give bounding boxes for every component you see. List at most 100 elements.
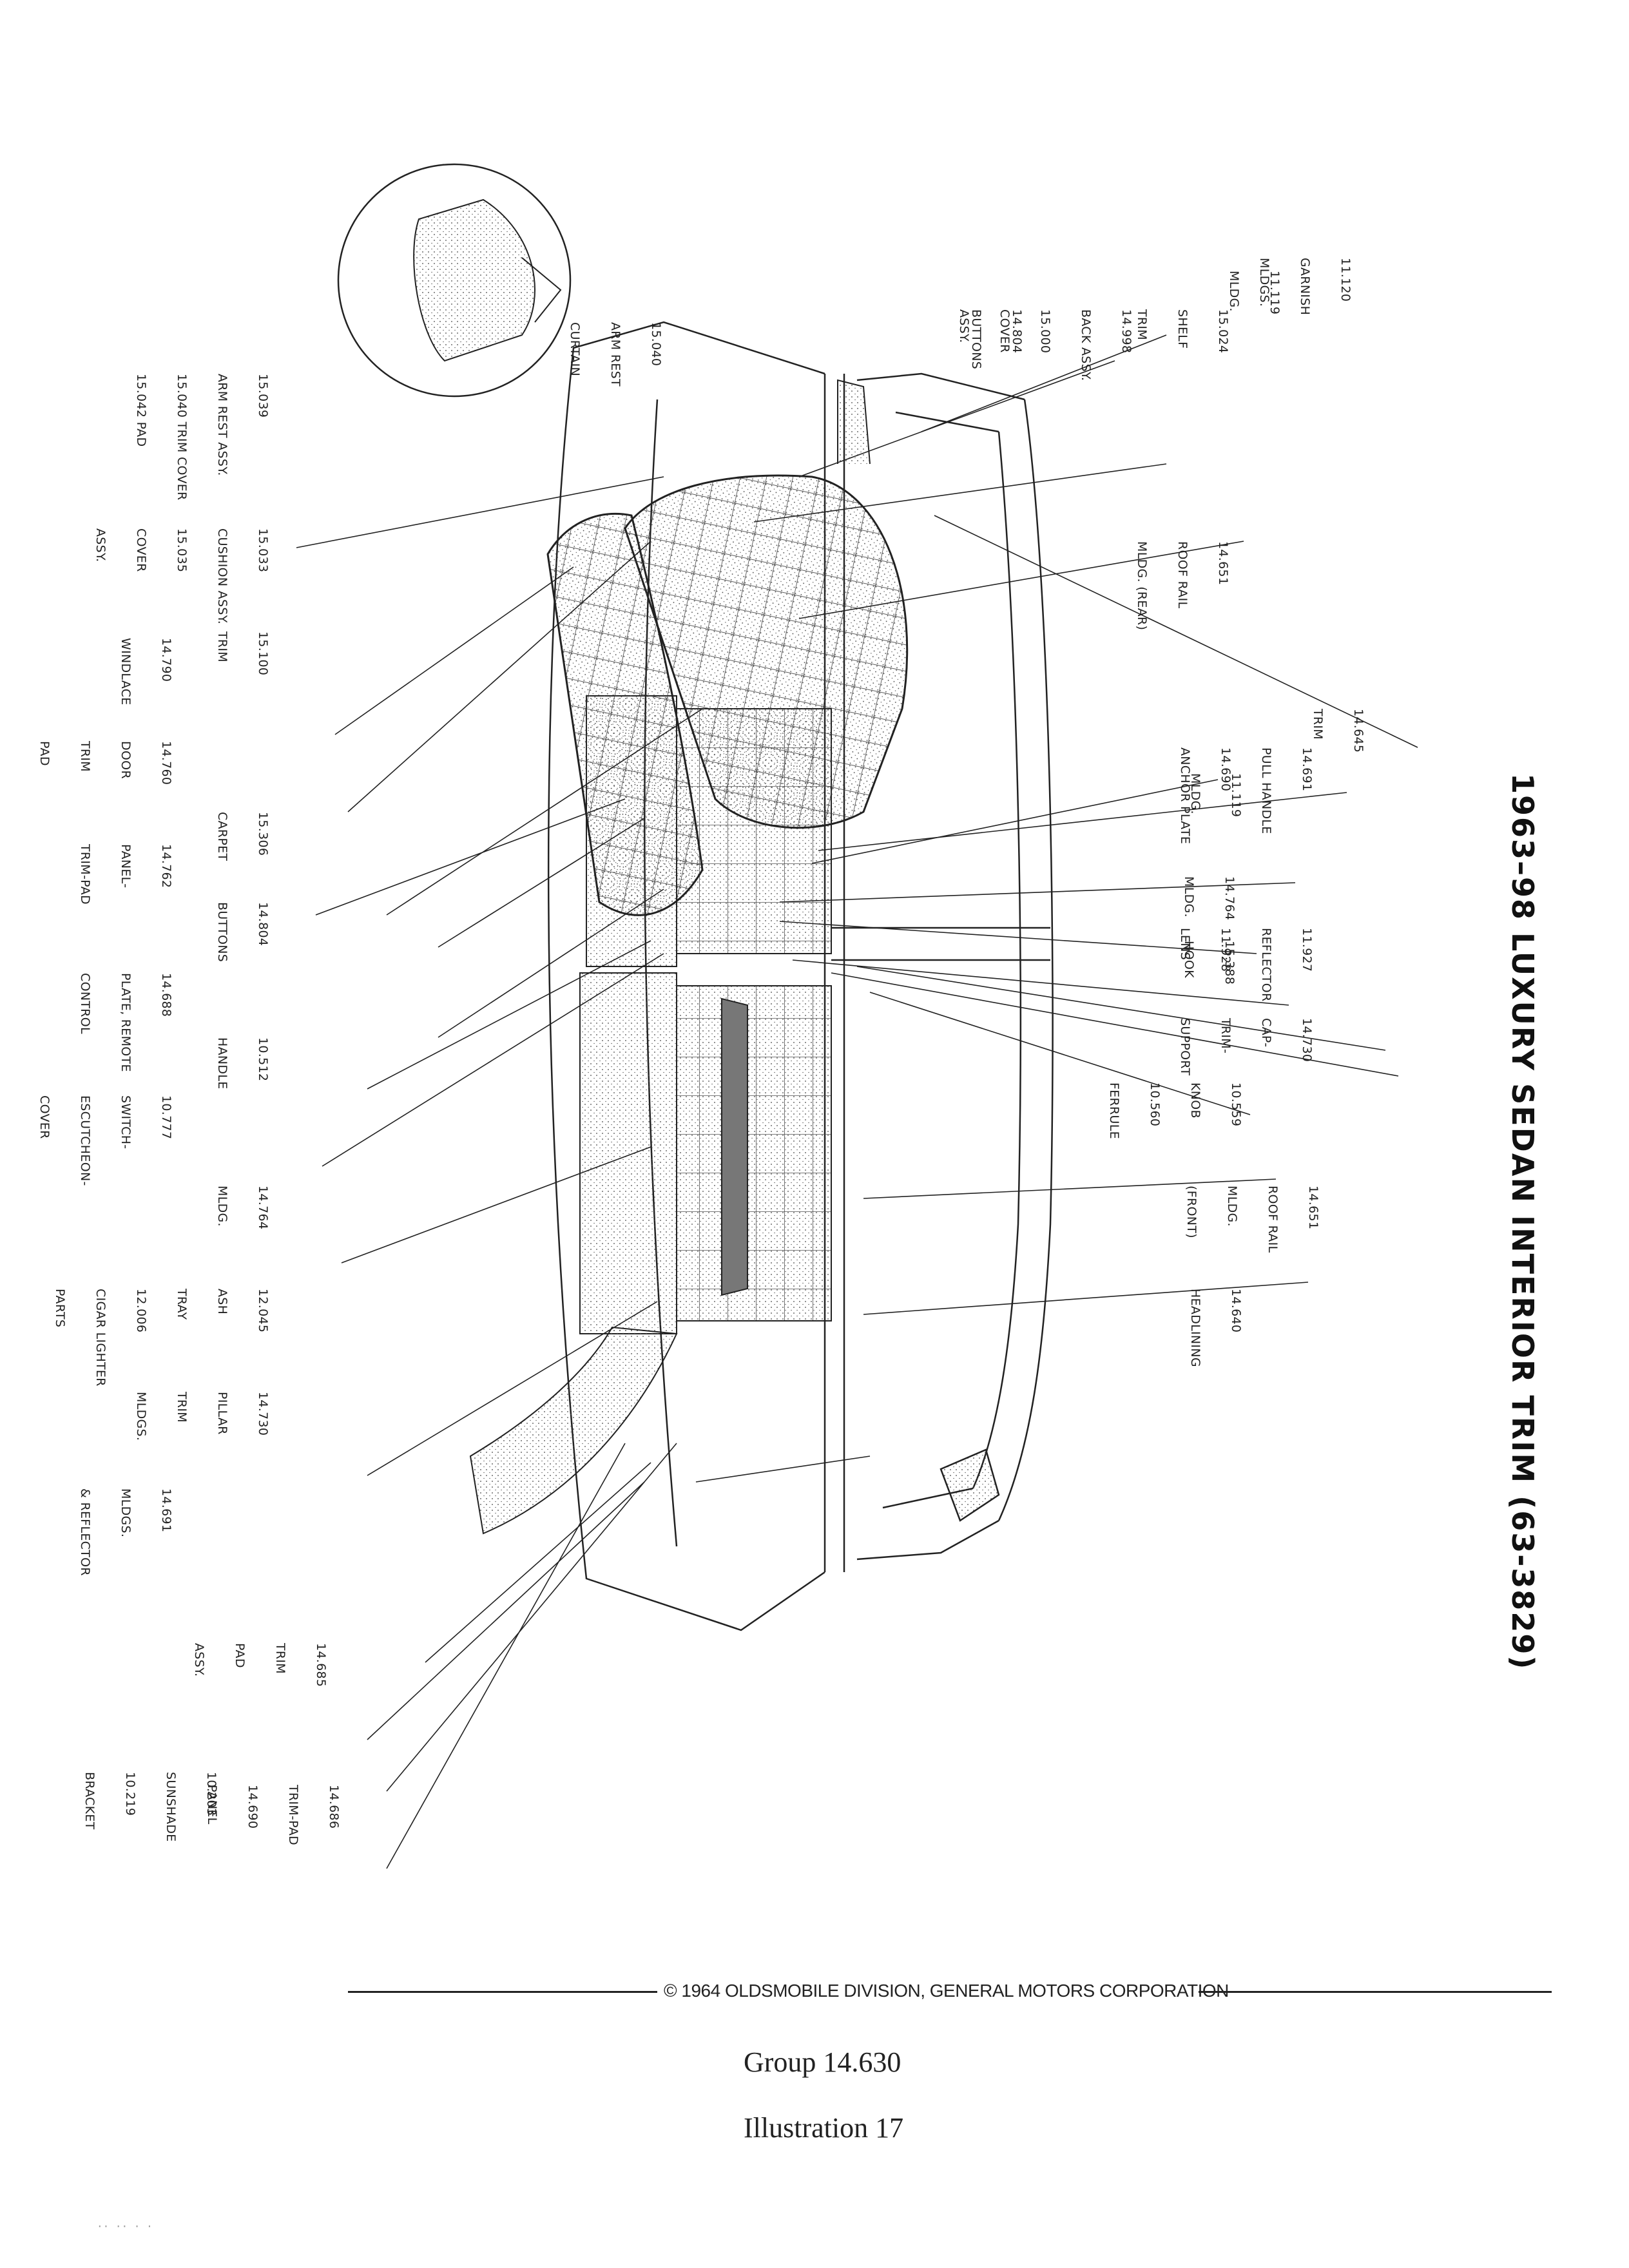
callout-headlining-14640: 14.640 HEADLINING — [1161, 1289, 1269, 1367]
callout-line: 14.691 — [1300, 747, 1314, 792]
callout-line: 14.762 — [159, 844, 173, 889]
interior-trim-illustration — [296, 163, 1418, 1869]
callout-line: 14.685 — [314, 1643, 328, 1687]
callout-line: & REFLECTOR — [78, 1488, 92, 1576]
callout-line: MLDG. — [1188, 773, 1202, 814]
sunshade-shape — [940, 1448, 1000, 1522]
callout-line: 14.640 — [1229, 1289, 1243, 1333]
callout-line: 11.119 — [1229, 773, 1243, 818]
callout-mldg-14764-mid: 14.764 MLDG. — [188, 1186, 296, 1229]
callout-mldg-11119-top: 11.119 MLDG. — [1200, 271, 1308, 314]
callout-line: HEADLINING — [1188, 1289, 1202, 1367]
callout-line: 12.045 — [256, 1289, 270, 1333]
callout-line: MLDGS. — [119, 1488, 133, 1538]
callout-line: PAD — [37, 741, 52, 766]
callout-line: 15.100 — [256, 631, 270, 676]
callout-line: CUSHION ASSY. — [215, 528, 229, 625]
callout-line: TRIM-PAD — [78, 844, 92, 905]
callout-plate-14688-mid: 14.688 PLATE, REMOTE CONTROL — [51, 973, 200, 1072]
copyright-row: © 1964 OLDSMOBILE DIVISION, GENERAL MOTO… — [348, 1979, 1553, 2005]
callout-mldg-14764-top: 14.764 MLDG. — [1155, 876, 1263, 920]
callout-pillar-14730: 14.730 PILLAR TRIM MLDGS. — [107, 1392, 296, 1441]
callout-line: ASSY. — [93, 528, 108, 562]
callout-line: MLDGS. — [134, 1392, 148, 1441]
callout-line: MLDG. — [215, 1186, 229, 1227]
callout-line: BACK ASSY. — [1079, 309, 1093, 381]
armrest-inset-drawing — [413, 198, 535, 362]
callout-roofrail-rear: 14.651 ROOF RAIL MLDG. (REAR) — [1108, 541, 1257, 630]
callout-line: 14.730 — [1300, 1018, 1314, 1062]
callout-line: 14.790 — [159, 638, 173, 682]
front-floor-carpet — [469, 1326, 678, 1535]
callout-line: 14.804 — [1010, 309, 1024, 354]
front-door-armrest — [721, 997, 748, 1296]
front-door-lower — [579, 972, 677, 1334]
callout-line: MLDG. (REAR) — [1135, 541, 1149, 631]
callout-line: 11.119 — [1268, 271, 1282, 315]
rotated-diagram-area: 1963–98 LUXURY SEDAN INTERIOR TRIM (63-3… — [37, 129, 1579, 1972]
callout-line: 14.691 — [159, 1488, 173, 1533]
callout-line: ARM REST — [608, 322, 622, 387]
callout-line: TRAY — [175, 1289, 189, 1320]
callout-switch-10777-mid: 10.777 SWITCH- ESCUTCHEON- COVER — [10, 1095, 200, 1186]
copyright-rule-right — [1199, 1991, 1552, 1993]
callout-handle-10512-mid: 10.512 HANDLE — [188, 1037, 296, 1090]
callout-line: 14.730 — [256, 1392, 270, 1436]
callout-line: TRIM — [1311, 709, 1325, 740]
callout-line: 15.035 — [175, 528, 189, 573]
callout-line: 10.219 — [123, 1772, 137, 1816]
callout-line: 14.651 — [1216, 541, 1230, 586]
callout-knob-10559: 10.559 KNOB 10.560 FERRULE — [1080, 1082, 1269, 1139]
callout-hook-15388: 15.388 HOOK — [1155, 941, 1263, 985]
callout-line: 14.688 — [159, 973, 173, 1017]
callout-line: 10.203 — [204, 1772, 218, 1816]
callout-line: TRIM — [78, 741, 92, 773]
callout-line: PARTS — [53, 1289, 67, 1328]
callout-windlace-14790: 14.790 WINDLACE — [92, 638, 200, 706]
callout-line: 14.998 — [1119, 309, 1133, 354]
callout-line: ASSY. — [192, 1643, 206, 1677]
callout-line: ARM REST ASSY. — [215, 374, 229, 476]
callout-line: 10.560 — [1148, 1082, 1162, 1127]
callout-line: 15.039 — [256, 374, 270, 418]
callout-line: 14.686 — [327, 1785, 341, 1829]
callout-line: (FRONT) — [1184, 1186, 1199, 1238]
callout-line: DOOR — [119, 741, 133, 779]
callout-line: 15.033 — [256, 528, 270, 573]
callout-line: COVER — [134, 528, 148, 572]
rear-shelf — [837, 379, 871, 465]
callout-buttons-14804-top: 14.804 BUTTONS — [942, 309, 1050, 369]
callout-ash-12045: 12.045 ASH TRAY 12.006 CIGAR LIGHTER PAR… — [26, 1289, 296, 1387]
callout-line: 14.690 — [246, 1785, 260, 1829]
callout-line: CONTROL — [78, 973, 92, 1034]
callout-line: 11.927 — [1300, 928, 1314, 972]
callout-trim-15100: 15.100 TRIM — [188, 631, 296, 675]
callout-carpet-15306: 15.306 CARPET — [188, 812, 296, 861]
callout-armrest-15039: 15.039 ARM REST ASSY. 15.040 TRIM COVER … — [107, 374, 296, 501]
callout-line: 14.764 — [256, 1186, 270, 1230]
illustration-caption: Group 14.630 Illustration 17 — [715, 2013, 903, 2177]
callout-line: 10.559 — [1229, 1082, 1243, 1127]
callout-line: MLDG. — [1227, 271, 1241, 312]
roof-inner — [972, 431, 1021, 1489]
callout-line: BUTTONS — [969, 309, 983, 370]
leader-lines — [296, 334, 1418, 1869]
callout-line: 14.804 — [256, 902, 270, 947]
callout-line: KNOB — [1188, 1082, 1202, 1119]
callout-line: 15.040 — [649, 322, 663, 367]
callout-line: SWITCH- — [119, 1095, 133, 1149]
callout-sunshade-10203: 10.203 SUNSHADE 10.219 BRACKET — [55, 1772, 245, 1842]
caption-illustration: Illustration 17 — [744, 2112, 904, 2144]
callout-line: 11.120 — [1338, 258, 1353, 302]
front-door-panel — [579, 972, 832, 1334]
callout-line: WINDLACE — [119, 638, 133, 706]
callout-line: ASH — [215, 1289, 229, 1315]
callout-line: TRIM — [273, 1643, 287, 1675]
callout-line: SUNSHADE — [164, 1772, 178, 1842]
rear-seat — [546, 379, 909, 916]
copyright-rule-left — [348, 1991, 657, 1993]
callout-line: TRIM-PAD — [286, 1785, 300, 1845]
callout-line: CARPET — [215, 812, 229, 861]
diagram-title: 1963–98 LUXURY SEDAN INTERIOR TRIM (63-3… — [1505, 773, 1540, 1671]
callout-line: 12.006 — [134, 1289, 148, 1333]
